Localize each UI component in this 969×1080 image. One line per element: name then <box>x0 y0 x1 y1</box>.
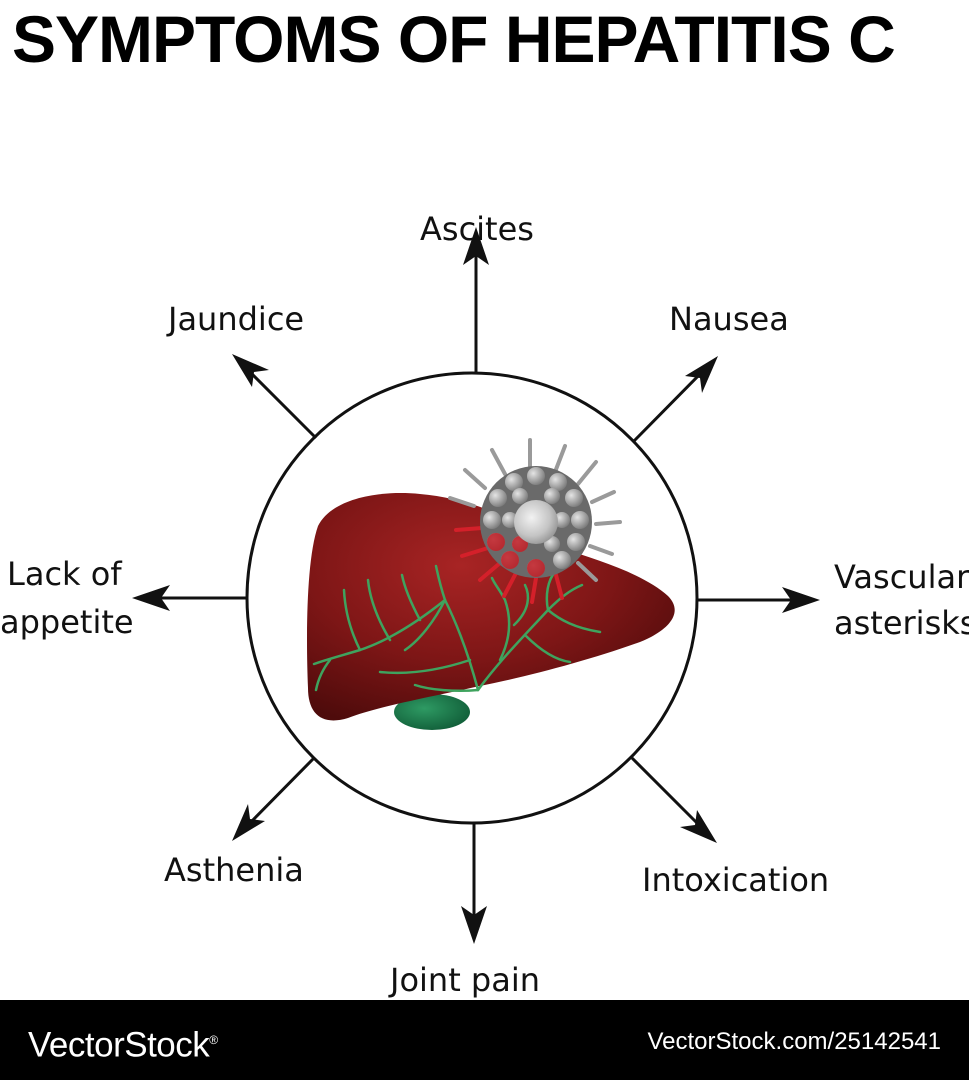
label-ascites: Ascites <box>420 210 534 248</box>
label-lack-of-appetite-line2: appetite <box>0 603 134 641</box>
liver-illustration <box>307 493 675 730</box>
image-id: VectorStock.com/25142541 <box>647 1028 941 1055</box>
arrow-ascites <box>463 227 489 373</box>
arrow-vascular-asterisks <box>698 587 820 613</box>
label-vascular-asterisks-line1: Vascular <box>834 558 969 596</box>
virus-illustration <box>448 438 622 604</box>
label-lack-of-appetite-line1: Lack of <box>7 555 122 593</box>
arrow-lack-of-appetite <box>132 585 248 611</box>
registered-mark: ® <box>209 1033 218 1047</box>
virus-core <box>514 500 558 544</box>
liver-vessels <box>312 564 602 693</box>
symptom-arrows <box>132 227 820 944</box>
label-jaundice: Jaundice <box>168 300 305 338</box>
label-vascular-asterisks-line2: asterisks <box>834 604 969 642</box>
label-nausea: Nausea <box>669 300 789 338</box>
label-joint-pain: Joint pain <box>390 961 540 999</box>
label-intoxication: Intoxication <box>642 861 830 899</box>
liver <box>307 493 675 721</box>
arrow-asthenia <box>232 756 316 841</box>
footer-bar: VectorStock® VectorStock.com/25142541 <box>0 1000 969 1080</box>
virus-spikes <box>448 438 622 582</box>
arrow-jaundice <box>232 354 318 440</box>
virus-spikes-infected <box>454 526 564 604</box>
arrow-joint-pain <box>461 823 487 944</box>
vectorstock-logo: VectorStock® <box>28 1020 218 1066</box>
label-asthenia: Asthenia <box>164 851 304 889</box>
brand-name: VectorStock <box>28 1025 210 1065</box>
arrow-nausea <box>632 356 718 443</box>
gallbladder <box>394 694 470 730</box>
page-title: SYMPTOMS OF HEPATITIS C <box>12 2 896 76</box>
arrow-intoxication <box>630 756 717 843</box>
diagram-canvas <box>132 227 820 944</box>
